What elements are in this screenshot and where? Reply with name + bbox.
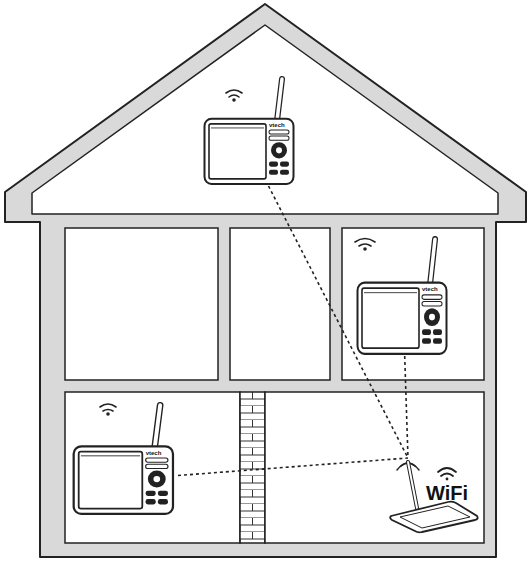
room bbox=[265, 392, 484, 543]
monitor-node: vtech bbox=[203, 76, 298, 186]
baby-monitor bbox=[356, 236, 451, 356]
baby-monitor bbox=[203, 76, 298, 186]
baby-monitor bbox=[72, 402, 178, 516]
signal-icon bbox=[226, 90, 242, 101]
brick-wall bbox=[240, 392, 265, 543]
wifi-label: WiFi bbox=[426, 482, 468, 504]
room bbox=[65, 392, 240, 543]
signal-icon bbox=[100, 404, 116, 415]
router-node: WiFi bbox=[388, 458, 480, 534]
signal-icon bbox=[355, 239, 375, 251]
monitor-node: vtech bbox=[356, 236, 451, 356]
signal-link bbox=[405, 356, 408, 458]
attic-interior bbox=[32, 25, 498, 214]
room bbox=[230, 228, 330, 380]
house-outline bbox=[5, 4, 526, 557]
signal-link bbox=[178, 458, 408, 476]
brand-label: vtech bbox=[146, 450, 162, 457]
monitor-node: vtech bbox=[72, 402, 178, 516]
brand-label: vtech bbox=[269, 122, 285, 129]
room bbox=[65, 228, 218, 380]
brand-label: vtech bbox=[422, 286, 438, 293]
room bbox=[342, 228, 484, 380]
